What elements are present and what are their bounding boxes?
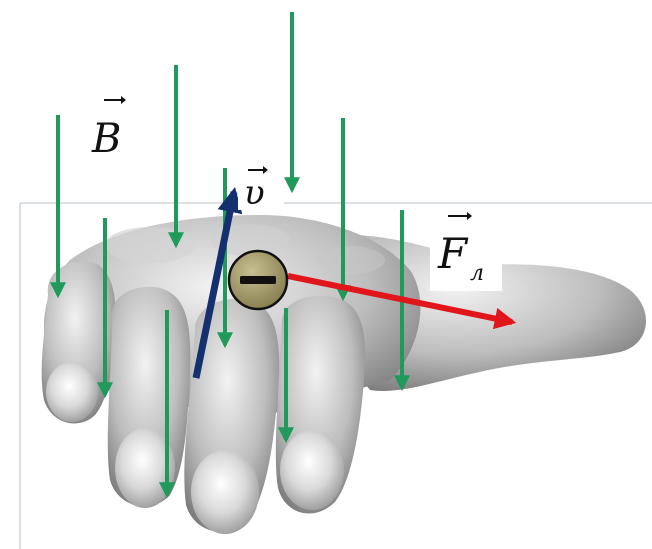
field-label: B xyxy=(91,116,121,162)
force-subscript: л xyxy=(470,261,484,286)
negative-charge xyxy=(229,251,287,309)
velocity-vector-label: υ xyxy=(244,166,268,213)
minus-sign-icon xyxy=(240,276,276,284)
force-label: F xyxy=(437,229,469,278)
velocity-label: υ xyxy=(244,173,265,213)
